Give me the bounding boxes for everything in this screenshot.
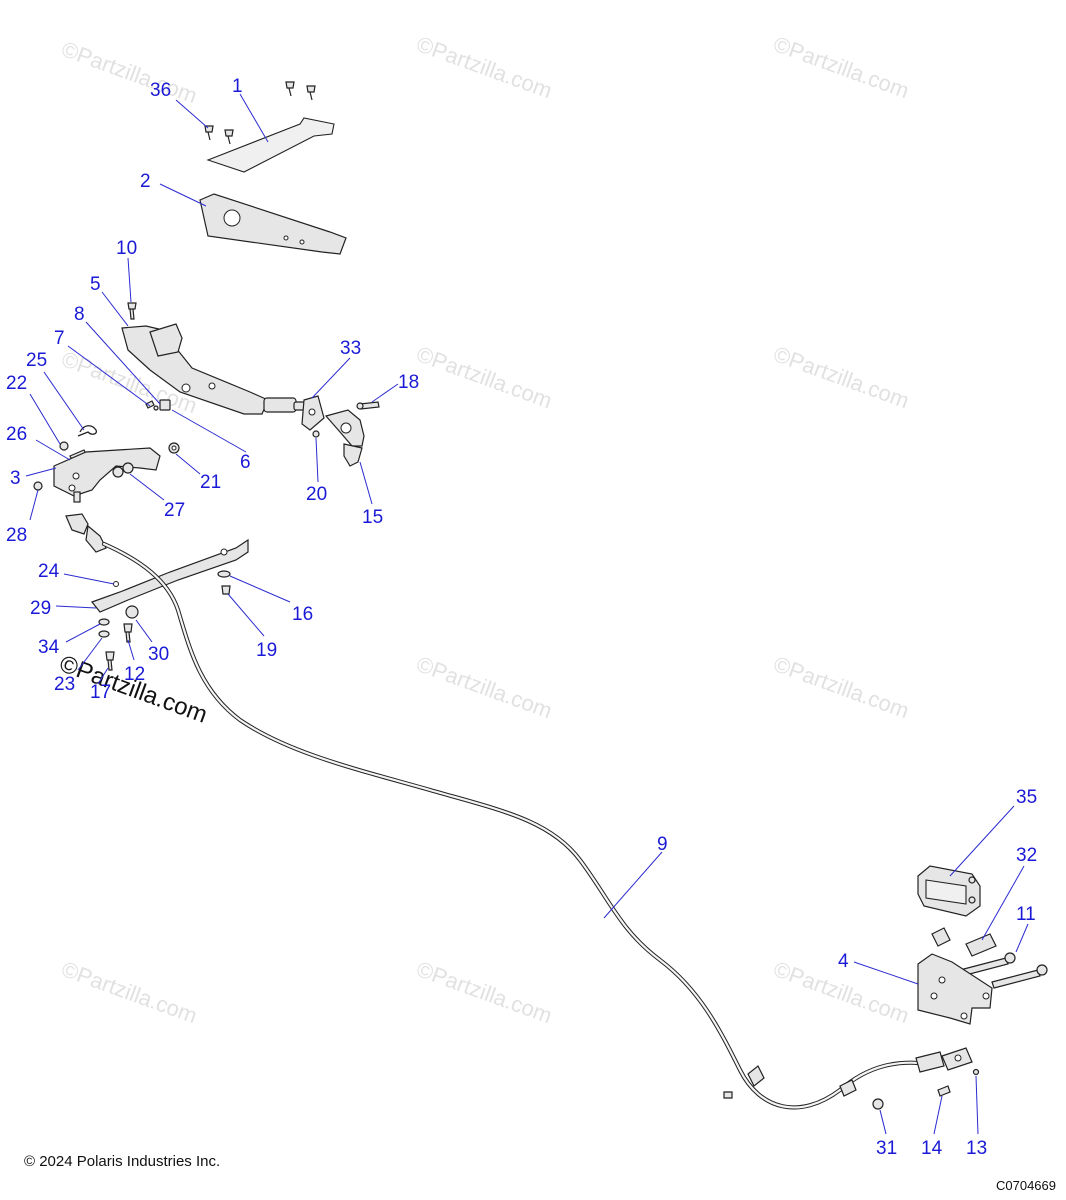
callout-31: 31 [876, 1138, 897, 1159]
callout-34: 34 [38, 637, 60, 658]
callout-7: 7 [54, 328, 65, 349]
line-art [33, 81, 1048, 1110]
callout-8: 8 [74, 304, 85, 325]
callout-27: 27 [164, 500, 185, 521]
watermark: ©Partzilla.com [58, 36, 200, 108]
callout-labels: 1 2 3 4 5 6 7 8 9 10 11 12 13 14 15 16 1… [6, 76, 1037, 1159]
callout-11: 11 [1016, 904, 1036, 925]
watermark: ©Partzilla.com [770, 341, 912, 413]
watermark-layer: ©Partzilla.com ©Partzilla.com ©Partzilla… [56, 31, 912, 1028]
callout-21: 21 [200, 472, 221, 493]
callout-10: 10 [116, 238, 137, 259]
callout-36: 36 [150, 80, 171, 101]
callout-6: 6 [240, 452, 251, 473]
callout-19: 19 [256, 640, 277, 661]
leader-lines [25, 93, 1029, 1135]
watermark: ©Partzilla.com [413, 31, 555, 103]
watermark: ©Partzilla.com [413, 956, 555, 1028]
callout-30: 30 [148, 644, 169, 665]
watermark: ©Partzilla.com [770, 31, 912, 103]
callout-33: 33 [340, 338, 361, 359]
callout-4: 4 [838, 951, 849, 972]
callout-5: 5 [90, 274, 101, 295]
callout-1: 1 [232, 76, 243, 97]
watermark-prominent: ©Partzilla.com [56, 650, 211, 728]
watermark: ©Partzilla.com [413, 341, 555, 413]
callout-9: 9 [657, 834, 668, 855]
watermark: ©Partzilla.com [413, 651, 555, 723]
callout-16: 16 [292, 604, 313, 625]
callout-14: 14 [921, 1138, 943, 1159]
watermark: ©Partzilla.com [58, 956, 200, 1028]
callout-35: 35 [1016, 787, 1037, 808]
callout-29: 29 [30, 598, 51, 619]
callout-15: 15 [362, 507, 383, 528]
callout-12: 12 [124, 664, 145, 685]
callout-18: 18 [398, 372, 419, 393]
callout-24: 24 [38, 561, 60, 582]
callout-20: 20 [306, 484, 327, 505]
callout-2: 2 [140, 171, 151, 192]
callout-13: 13 [966, 1138, 987, 1159]
drawing-id: C0704669 [996, 1178, 1056, 1193]
callout-25: 25 [26, 350, 47, 371]
watermark: ©Partzilla.com [770, 651, 912, 723]
copyright-notice: © 2024 Polaris Industries Inc. [24, 1153, 221, 1170]
callout-26: 26 [6, 424, 27, 445]
callout-23: 23 [54, 674, 75, 695]
callout-22: 22 [6, 373, 27, 394]
callout-28: 28 [6, 525, 27, 546]
callout-3: 3 [10, 468, 21, 489]
callout-17: 17 [90, 682, 111, 703]
callout-32: 32 [1016, 845, 1037, 866]
